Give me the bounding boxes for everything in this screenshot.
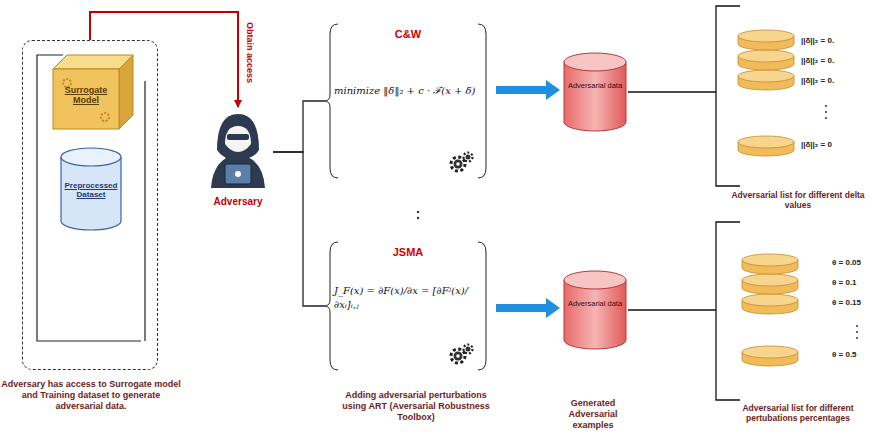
access-region: Adversary has access to Surrogate model … <box>22 40 158 370</box>
method-caption: Adding adversarial perturbations using A… <box>336 390 496 422</box>
theta-value: θ = 0.05 <box>832 258 861 267</box>
delta-value: ||δ||₂ = 0 <box>801 140 832 149</box>
delta-value: ||δ||₂ = 0. <box>801 36 834 45</box>
theta-value: θ = 0.15 <box>832 298 861 307</box>
region-caption: Adversary has access to Surrogate model … <box>1 379 181 411</box>
surrogate-model: Surrogate Model <box>53 55 133 129</box>
list-caption: Adversarial list for different pertubati… <box>727 404 869 424</box>
edge-label: Obtain access <box>245 22 255 83</box>
cylinder-icon <box>562 52 628 132</box>
node-label: Adversarial data <box>564 300 626 309</box>
adversary-icon: Adversary <box>203 108 273 212</box>
cylinder-icon <box>562 270 628 350</box>
list-caption: Adversarial list for different delta val… <box>728 190 868 210</box>
node-label: Adversary <box>193 196 283 207</box>
connector <box>273 152 324 306</box>
node-label: Surrogate Model <box>53 85 119 106</box>
connector <box>496 298 560 318</box>
connector <box>496 80 560 100</box>
output-caption: Generated Adversarial examples <box>548 398 638 430</box>
attack-bracket: C&W minimize ‖δ‖₂ + c · ℱ(x + δ) <box>322 22 494 180</box>
node-label: Preprocessed Dataset <box>61 181 121 199</box>
delta-value: ||δ||₂ = 0. <box>801 76 834 85</box>
delta-value: ||δ||₂ = 0. <box>801 56 834 65</box>
connector <box>273 101 324 152</box>
curly-brace <box>322 22 494 180</box>
adversarial-data-cylinder: Adversarial data <box>562 270 628 350</box>
disk-stack <box>738 30 794 156</box>
list-bracket <box>628 6 740 400</box>
dataset-cylinder: Preprocessed Dataset <box>59 147 123 231</box>
attack-formula: J_F(x) = ∂F(x)/∂x = [∂Fʲ(x)/∂xᵢ]ᵢ,ⱼ <box>334 284 480 311</box>
attack-name: C&W <box>322 28 494 40</box>
adversarial-data-cylinder: Adversarial data <box>562 52 628 132</box>
theta-value: θ = 0.5 <box>832 350 857 359</box>
node-label: Adversarial data <box>564 82 626 91</box>
attack-formula: minimize ‖δ‖₂ + c · ℱ(x + δ) <box>334 84 480 98</box>
ellipsis-dots <box>417 105 858 339</box>
attack-bracket: JSMA J_F(x) = ∂F(x)/∂x = [∂Fʲ(x)/∂xᵢ]ᵢ,ⱼ <box>322 240 494 372</box>
theta-value: θ = 0.1 <box>832 278 857 287</box>
attack-name: JSMA <box>322 246 494 258</box>
disk-stack <box>742 254 798 366</box>
